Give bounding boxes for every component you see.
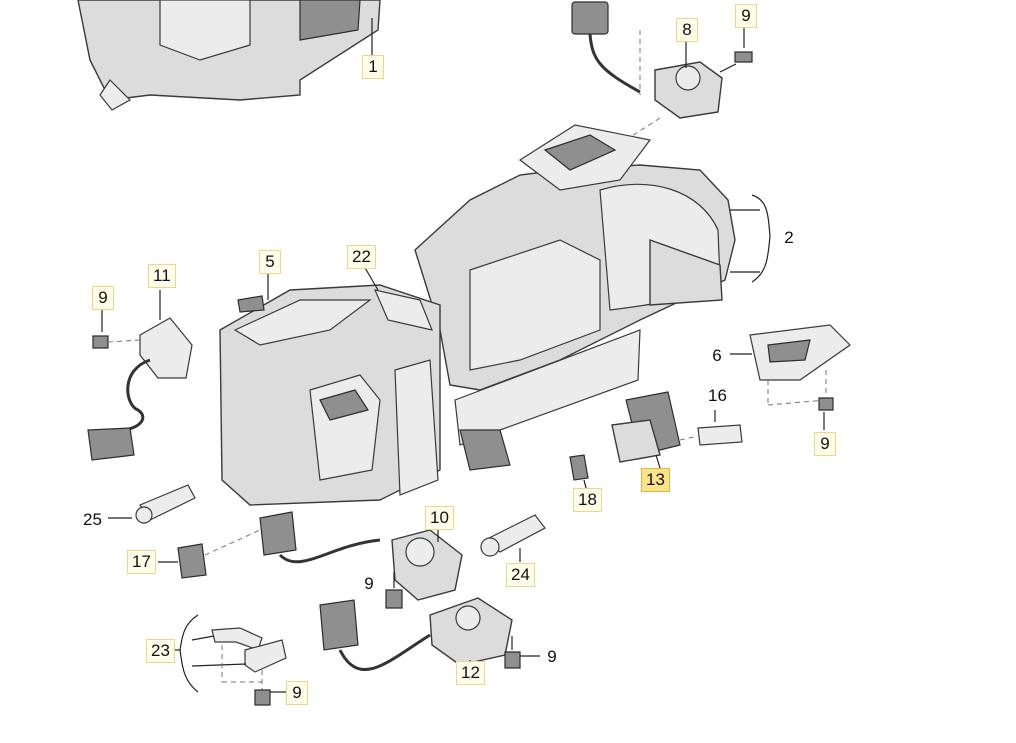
callout-5[interactable]: 5 [259, 250, 281, 274]
callout-6[interactable]: 6 [712, 346, 722, 365]
part-25-link [108, 484, 196, 524]
callout-9[interactable]: 9 [814, 432, 836, 456]
callout-18[interactable]: 18 [573, 488, 602, 512]
callout-9[interactable]: 9 [547, 647, 557, 666]
callout-13[interactable]: 13 [641, 468, 670, 492]
part-1-heater-box [77, 0, 381, 111]
callout-11[interactable]: 11 [148, 264, 176, 288]
part-12-flap-motor [319, 597, 540, 671]
part-23-levers [170, 614, 287, 706]
callout-23[interactable]: 23 [146, 639, 175, 663]
callout-25[interactable]: 25 [83, 510, 102, 529]
callout-24[interactable]: 24 [506, 563, 535, 587]
callout-16[interactable]: 16 [708, 386, 727, 405]
callout-10[interactable]: 10 [425, 506, 454, 530]
callout-9[interactable]: 9 [92, 286, 114, 310]
part-6-bracket [730, 324, 851, 411]
part-11-servo-motor [87, 290, 193, 461]
callout-9[interactable]: 9 [364, 574, 374, 593]
part-13-blower-regulator [611, 391, 743, 469]
callout-9[interactable]: 9 [286, 681, 308, 705]
callout-2[interactable]: 2 [784, 228, 794, 247]
part-2-air-distribution-housing [414, 124, 771, 471]
part-5-evaporator-housing [219, 265, 441, 506]
part-10-flap-motor [259, 511, 463, 609]
callout-22[interactable]: 22 [347, 245, 376, 269]
part-8-flap-motor-upper [571, 1, 753, 151]
callout-1[interactable]: 1 [362, 55, 384, 79]
part-17-sensor [158, 529, 261, 579]
callout-17[interactable]: 17 [127, 550, 156, 574]
callout-9[interactable]: 9 [735, 4, 757, 28]
callout-12[interactable]: 12 [456, 661, 485, 685]
part-18-clip [569, 454, 589, 489]
callout-8[interactable]: 8 [676, 18, 698, 42]
part-24-lever [480, 514, 546, 562]
